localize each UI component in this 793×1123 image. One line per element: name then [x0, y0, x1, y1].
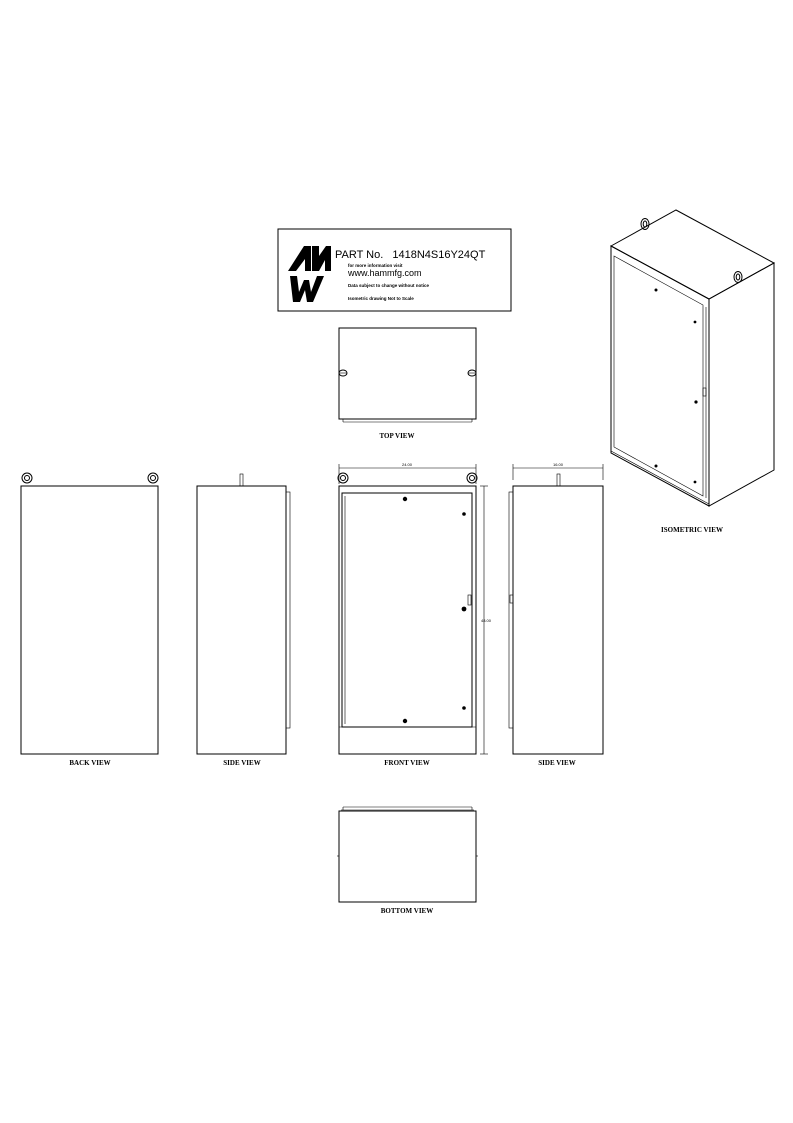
isometric-view: ISOMETRIC VIEW: [609, 209, 776, 534]
front-view-label: FRONT VIEW: [384, 759, 429, 767]
top-view: TOP VIEW: [338, 327, 477, 440]
notice-text: Data subject to change without notice: [348, 283, 430, 288]
isometric-view-label: ISOMETRIC VIEW: [661, 526, 723, 534]
depth-dimension: 16.00: [553, 462, 564, 467]
side-view-right: 16.00 SIDE VIEW: [508, 462, 604, 767]
bottom-view-label: BOTTOM VIEW: [381, 907, 433, 915]
scale-note: Isometric drawing Not to Scale: [348, 296, 414, 301]
part-number: 1418N4S16Y24QT: [392, 249, 485, 261]
back-view: BACK VIEW: [20, 472, 159, 767]
height-dimension: 48.00: [481, 618, 492, 623]
front-view: 24.00 48.00 FRONT VIEW: [337, 462, 492, 767]
info-line: for more information visit: [348, 263, 403, 268]
side-view-right-label: SIDE VIEW: [538, 759, 575, 767]
top-view-label: TOP VIEW: [380, 432, 415, 440]
width-dimension: 24.00: [402, 462, 413, 467]
svg-text:PART No. 1418N4S16Y24QT: PART No. 1418N4S16Y24QT: [335, 249, 486, 261]
website-link[interactable]: www.hammfg.com: [347, 268, 422, 278]
side-view-left-label: SIDE VIEW: [223, 759, 260, 767]
bottom-view: BOTTOM VIEW: [337, 806, 478, 915]
hammond-logo: [288, 246, 331, 302]
back-view-label: BACK VIEW: [69, 759, 110, 767]
title-block: PART No. 1418N4S16Y24QT for more informa…: [277, 228, 512, 312]
part-label: PART No.: [335, 249, 383, 261]
side-view-left: SIDE VIEW: [196, 473, 291, 767]
